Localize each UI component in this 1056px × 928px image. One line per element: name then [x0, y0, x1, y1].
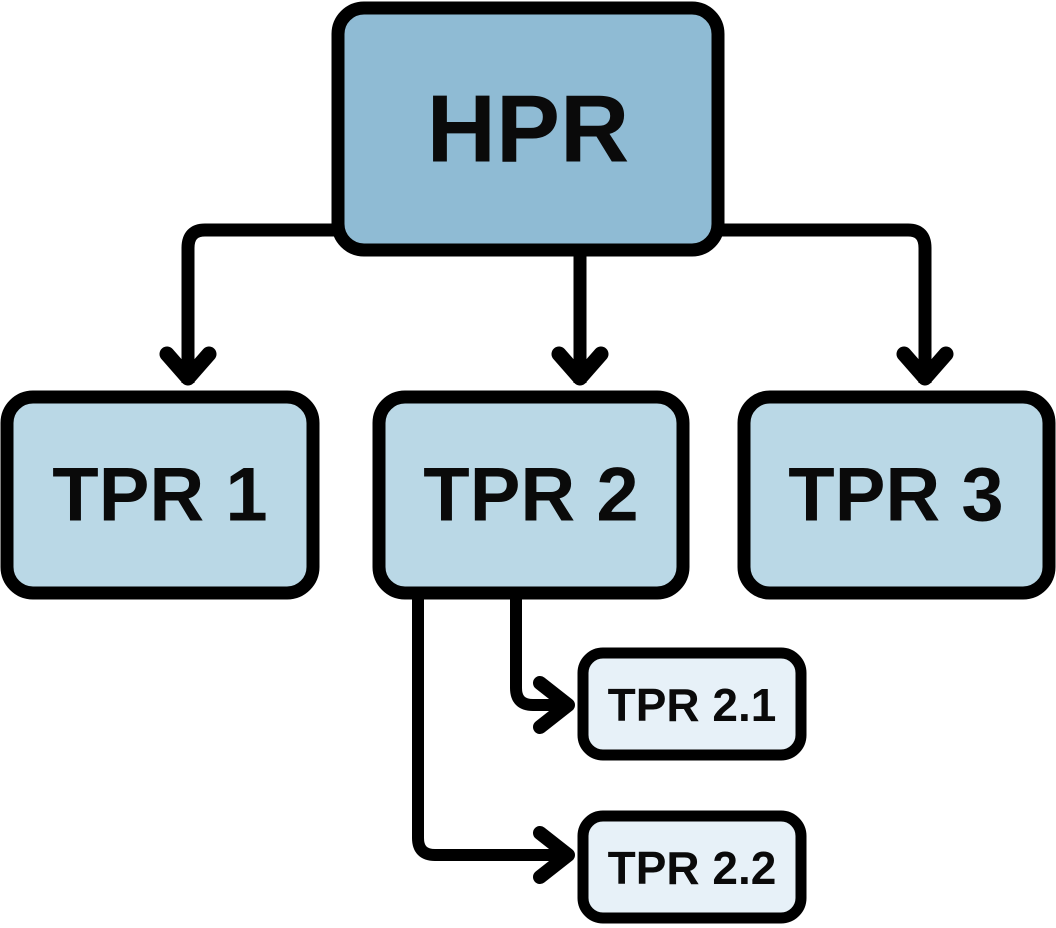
edge-tpr2-to-tpr21-line — [510, 590, 568, 711]
node-tpr22-label: TPR 2.2 — [608, 842, 777, 894]
edge-hpr-to-tpr1 — [159, 223, 345, 386]
node-tpr21-label: TPR 2.1 — [608, 679, 777, 731]
edge-hpr-to-tpr2 — [551, 250, 609, 386]
edge-hpr-to-tpr3-arrowhead — [896, 346, 954, 386]
edge-hpr-to-tpr3-line — [712, 223, 932, 383]
node-hpr-label: HPR — [427, 76, 630, 183]
edge-hpr-to-tpr1-line — [181, 223, 345, 383]
edge-hpr-to-tpr3 — [712, 223, 954, 386]
node-tpr21-box[interactable] — [577, 647, 807, 761]
edge-hpr-to-tpr2-arrowhead — [551, 346, 609, 386]
node-hpr-box[interactable] — [331, 1, 725, 257]
edge-hpr-to-tpr1-arrowhead — [159, 346, 217, 386]
node-tpr22[interactable]: TPR 2.2 — [577, 810, 807, 924]
node-tpr3-box[interactable] — [737, 390, 1056, 600]
node-tpr1-box[interactable] — [0, 390, 320, 600]
edge-tpr2-to-tpr22-line — [412, 590, 568, 861]
node-hpr[interactable]: HPR — [331, 1, 725, 257]
edge-tpr2-to-tpr21-arrowhead — [533, 676, 575, 734]
node-tpr22-box[interactable] — [577, 810, 807, 924]
edge-tpr2-to-tpr22-arrowhead — [533, 826, 575, 884]
node-tpr1[interactable]: TPR 1 — [0, 390, 320, 600]
edge-tpr2-to-tpr21 — [510, 590, 575, 734]
node-tpr2-box[interactable] — [372, 390, 690, 600]
node-tpr2[interactable]: TPR 2 — [372, 390, 690, 600]
node-tpr1-label: TPR 1 — [52, 453, 267, 538]
node-tpr21[interactable]: TPR 2.1 — [577, 647, 807, 761]
node-tpr3-label: TPR 3 — [788, 453, 1003, 538]
node-tpr2-label: TPR 2 — [423, 453, 638, 538]
node-tpr3[interactable]: TPR 3 — [737, 390, 1056, 600]
edge-tpr2-to-tpr22 — [412, 590, 575, 884]
